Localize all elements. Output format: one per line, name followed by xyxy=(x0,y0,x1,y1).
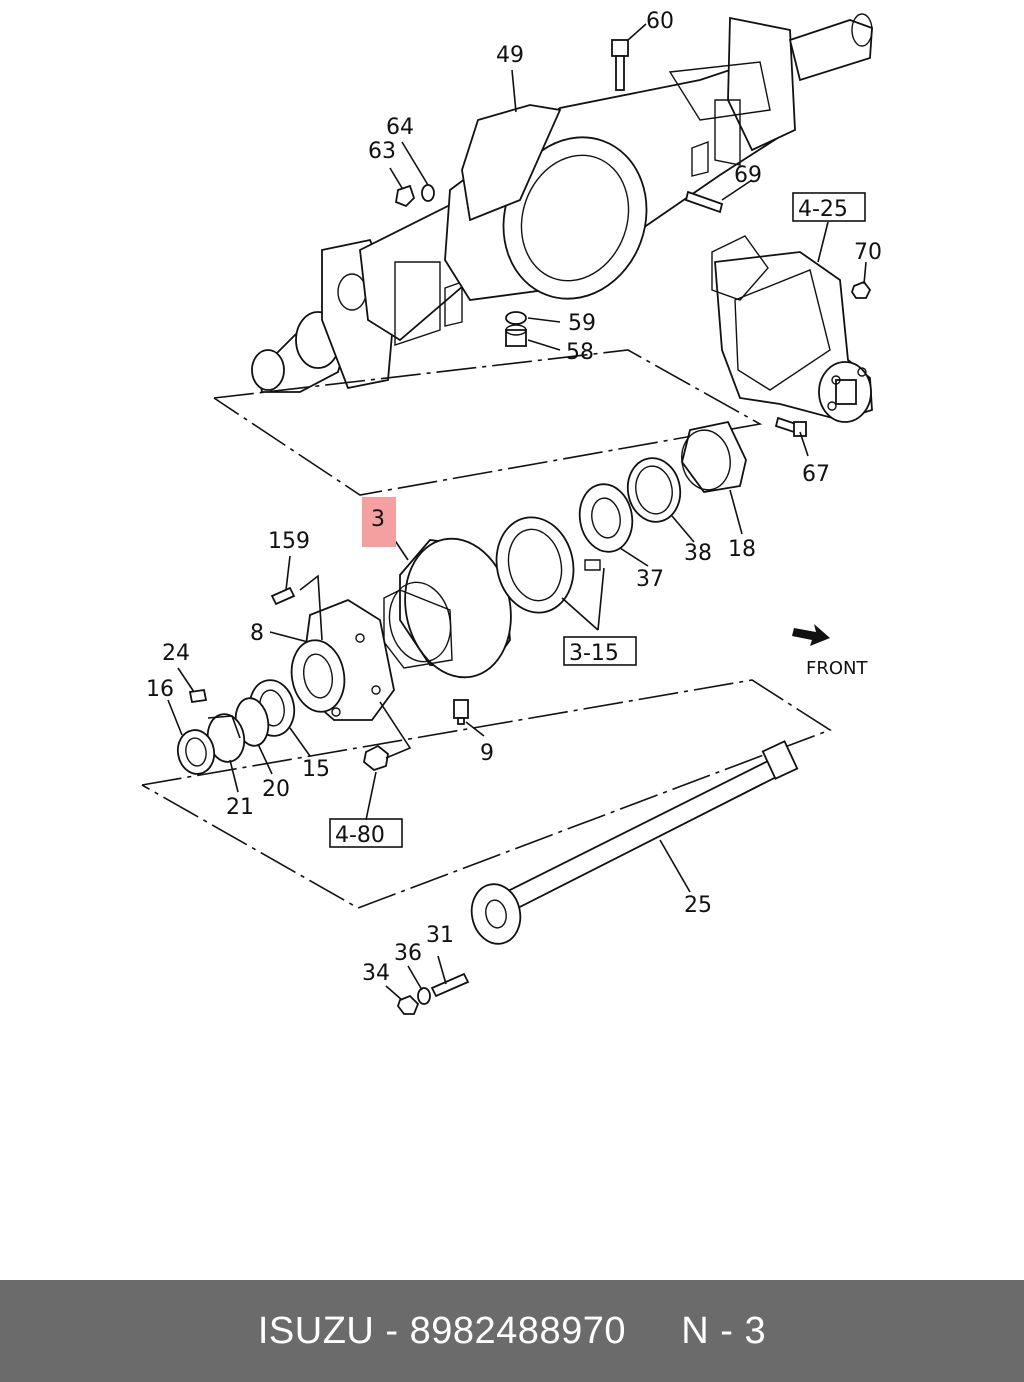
callout-box-4-25 xyxy=(792,192,866,222)
axle-housing xyxy=(251,13,873,393)
leader-lines xyxy=(167,23,867,1001)
nut-washer-63-64 xyxy=(394,184,435,208)
phantom-boundary-axle xyxy=(141,679,832,909)
wheel-hub-8 xyxy=(290,598,395,721)
cover-18 xyxy=(681,420,747,493)
brake-drum-3 xyxy=(383,537,512,679)
callout-31: 31 xyxy=(426,923,454,948)
axle-shaft-25 xyxy=(470,740,799,945)
callout-64: 64 xyxy=(386,115,414,140)
callout-25: 25 xyxy=(684,893,712,918)
footer-part-number: 8982488970 xyxy=(409,1309,626,1352)
callout-box-3-15 xyxy=(563,636,637,666)
footer-brand: ISUZU xyxy=(257,1309,375,1352)
footer-separator: - xyxy=(385,1309,399,1352)
washer-nut-58-59 xyxy=(505,311,527,347)
stud-9 xyxy=(453,699,469,725)
callout-63: 63 xyxy=(368,139,396,164)
bolt-159 xyxy=(270,586,296,606)
callout-21: 21 xyxy=(226,795,254,820)
callout-58: 58 xyxy=(566,340,594,365)
callout-69: 69 xyxy=(734,163,762,188)
nut-34 xyxy=(396,994,420,1015)
callout-59: 59 xyxy=(568,311,596,336)
callout-49: 49 xyxy=(496,43,524,68)
washer-36 xyxy=(417,987,431,1005)
nut-70 xyxy=(851,280,872,299)
exploded-parts-diagram: 60 49 64 63 69 4-25 70 59 58 67 3 18 38 … xyxy=(141,9,882,1015)
callout-3-highlight xyxy=(362,497,396,547)
footer-bar: ISUZU - 8982488970 N - 3 xyxy=(0,1280,1024,1382)
stud-31 xyxy=(430,972,470,998)
callout-15: 15 xyxy=(302,757,330,782)
callout-16: 16 xyxy=(146,677,174,702)
footer-caption: ISUZU - 8982488970 N - 3 xyxy=(258,1310,766,1353)
front-arrow-icon xyxy=(792,624,830,646)
callout-67: 67 xyxy=(802,462,830,487)
bearing-37 xyxy=(578,483,634,553)
footer-page-code: N - 3 xyxy=(681,1309,767,1352)
abs-ring-3-15 xyxy=(495,516,601,614)
callout-18: 18 xyxy=(728,537,756,562)
nut-4-80 xyxy=(363,744,389,772)
callout-4-80: 4-80 xyxy=(335,823,385,848)
callout-34: 34 xyxy=(362,961,390,986)
callout-24: 24 xyxy=(162,641,190,666)
callout-8: 8 xyxy=(250,621,264,646)
callout-36: 36 xyxy=(394,941,422,966)
callout-20: 20 xyxy=(262,777,290,802)
callout-4-25: 4-25 xyxy=(798,197,848,222)
callout-60: 60 xyxy=(646,9,674,34)
callout-9: 9 xyxy=(480,741,494,766)
bolt-60 xyxy=(611,39,629,91)
seal-38 xyxy=(626,457,682,523)
nut-16 xyxy=(176,729,216,775)
callout-38: 38 xyxy=(684,541,712,566)
callout-70: 70 xyxy=(854,240,882,265)
bolt-24 xyxy=(188,688,208,704)
callout-159: 159 xyxy=(268,529,310,554)
phantom-boundary-hub xyxy=(213,349,763,496)
callout-3-15: 3-15 xyxy=(569,641,619,666)
stud-69 xyxy=(684,190,724,214)
callout-box-4-80 xyxy=(329,818,403,848)
front-label: FRONT xyxy=(806,658,868,679)
callout-37: 37 xyxy=(636,567,664,592)
callout-3: 3 xyxy=(371,507,385,532)
differential-carrier xyxy=(711,235,873,423)
bolt-67 xyxy=(774,416,807,437)
